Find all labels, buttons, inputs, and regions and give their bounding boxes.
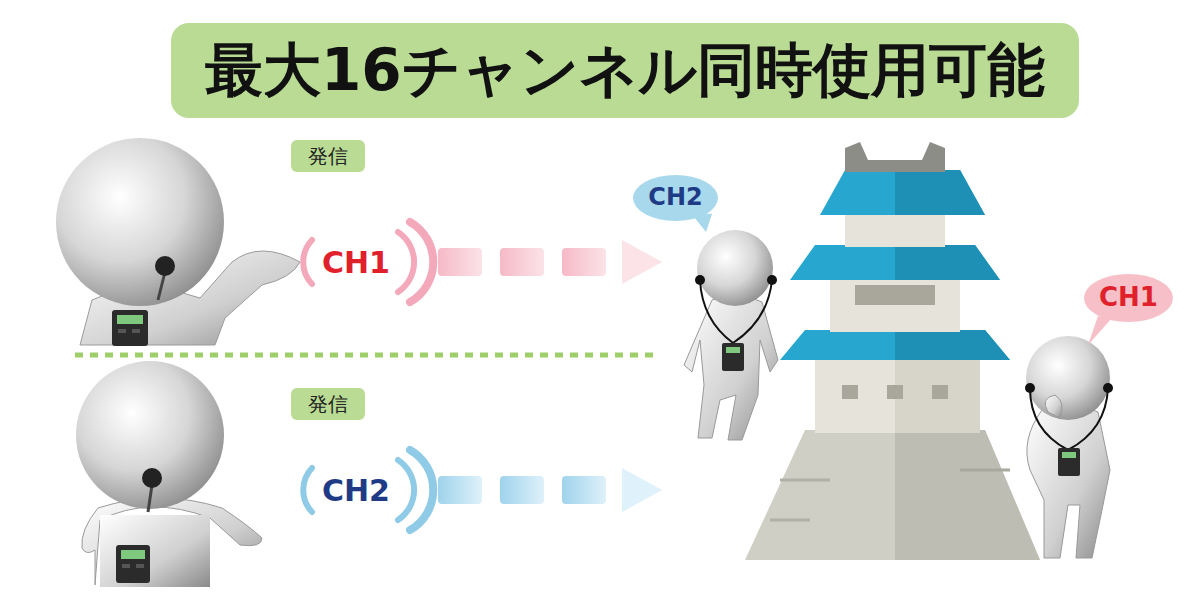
speaker-figure	[56, 138, 300, 346]
title-banner: 最大16チャンネル同時使用可能	[171, 23, 1079, 118]
speaker-figure	[76, 361, 262, 587]
channel-label: CH1	[322, 246, 390, 279]
divider-line	[75, 353, 655, 358]
signal-waves	[303, 450, 433, 530]
signal-waves	[303, 222, 433, 302]
signal-arrow	[438, 240, 662, 284]
listener-figure	[684, 212, 778, 440]
send-tag: 発信	[291, 140, 365, 172]
send-label: 発信	[308, 145, 348, 168]
castle	[745, 142, 1040, 560]
signal-arrow	[438, 468, 662, 512]
channel-label: CH2	[322, 474, 390, 507]
speech-bubble: CH1	[1084, 274, 1173, 322]
speech-bubble: CH2	[633, 175, 718, 221]
channel-label: CH1	[1099, 283, 1158, 313]
send-tag: 発信	[291, 388, 365, 420]
listener-figure	[1025, 316, 1113, 558]
channel-label: CH2	[648, 184, 702, 212]
send-label: 発信	[308, 393, 348, 416]
